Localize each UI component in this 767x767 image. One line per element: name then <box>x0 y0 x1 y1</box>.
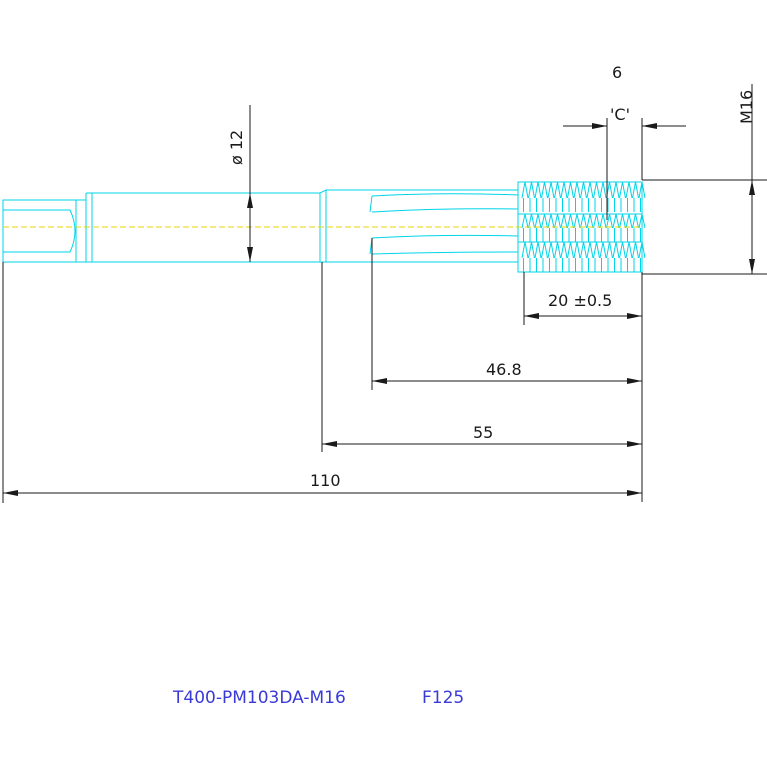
body-length-dimension: 55 <box>321 262 642 452</box>
thread-size-label: M16 <box>737 90 756 124</box>
part-number: T400-PM103DA-M16 <box>172 688 346 708</box>
square-drive-flat <box>3 209 76 253</box>
flute-4 <box>371 251 519 255</box>
flute-3 <box>371 234 519 239</box>
thread-length-dimension: 20 ±0.5 <box>523 272 643 502</box>
flute-length-label: 46.8 <box>486 360 522 379</box>
diameter-dimension: ø 12 <box>227 105 253 262</box>
tap-outline <box>2 181 646 273</box>
thread-length-label: 6 <box>612 63 622 82</box>
part-code: F125 <box>422 688 464 708</box>
chamfer-dimension: 6 'C' <box>563 63 686 220</box>
thread-size-dimension: M16 <box>642 84 767 275</box>
thread-tol-label: 20 ±0.5 <box>548 291 612 310</box>
overall-length-dimension: 110 <box>2 262 642 503</box>
thread-teeth <box>521 181 646 272</box>
neck <box>326 189 518 263</box>
chamfer-label: 'C' <box>610 105 630 124</box>
diameter-label: ø 12 <box>227 130 246 165</box>
overall-length-label: 110 <box>310 471 341 490</box>
flute-length-dimension: 46.8 <box>371 238 642 390</box>
flute-2 <box>371 208 519 213</box>
square-drive <box>2 199 87 263</box>
shank <box>86 189 327 263</box>
body-length-label: 55 <box>473 423 493 442</box>
flute-1 <box>371 193 519 197</box>
